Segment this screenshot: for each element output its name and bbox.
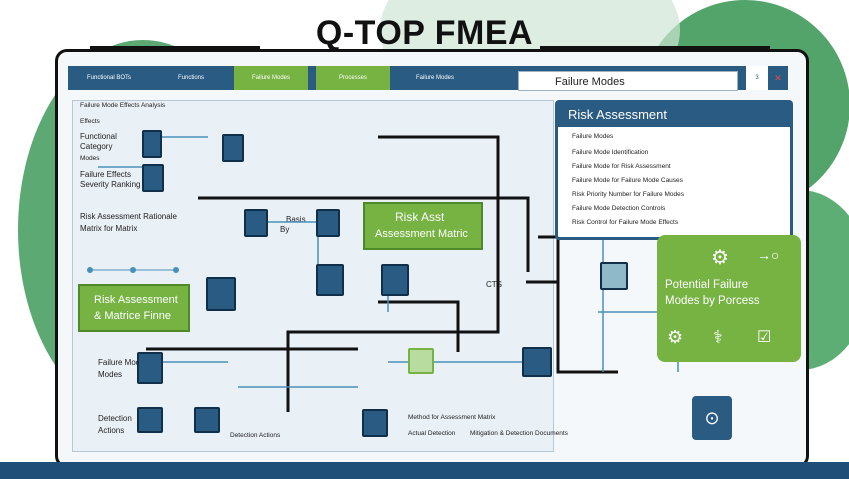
mode-item-1: Failure Modes (98, 358, 149, 367)
risk-row-3: Failure Mode for Risk Assessment (572, 163, 671, 170)
potential-failure-modes-box[interactable]: ⚙ →○ Potential Failure Modes by Porcess … (657, 235, 801, 362)
node-8[interactable] (381, 264, 409, 296)
node-9[interactable] (137, 352, 163, 384)
tab-functions[interactable]: Functions (177, 75, 204, 81)
category-label: Category (80, 142, 113, 151)
node-14[interactable] (600, 262, 628, 290)
matrix-label: Matrix for Matrix (80, 224, 138, 233)
line-main-right (538, 235, 618, 374)
line-blue-2 (98, 166, 149, 182)
tab-failure-modes-2[interactable]: Failure Modes (415, 75, 454, 81)
title-line-right (540, 46, 770, 49)
node-5[interactable] (316, 209, 340, 237)
functional-label: Functional (80, 132, 117, 141)
node-6[interactable] (206, 277, 236, 311)
line-main-top (198, 196, 530, 272)
detect-item-2: Actions (98, 426, 125, 435)
by-label: By (280, 225, 290, 234)
center-box-line-1: Risk Asst (395, 210, 445, 224)
node-3[interactable] (142, 164, 164, 192)
network-icon: ⚙ (711, 247, 729, 269)
green-box-line-1: Risk Assessment (94, 294, 178, 306)
section-effects: Effects (80, 118, 100, 125)
line-main-left (286, 135, 500, 412)
risk-assessment-matrix-box[interactable]: Risk Asst Assessment Matric (363, 202, 483, 250)
tab-processes[interactable]: Processes (316, 66, 390, 90)
mode-item-2: Modes (98, 370, 123, 379)
diagram-frame: Functional BOTs Functions Failure Modes … (55, 49, 809, 468)
bottom-caption-3: Mitigation & Detection Documents (470, 430, 568, 437)
detect-item-1: Detection (98, 414, 132, 423)
node-12[interactable] (362, 409, 388, 437)
gear-icon: ⚙ (667, 327, 684, 347)
risk-row-7: Risk Control for Failure Mode Effects (572, 219, 679, 226)
bottom-caption-left: Detection Actions (230, 432, 281, 439)
risk-row-2: Failure Mode Identification (572, 149, 649, 156)
bottom-caption-1: Method for Assessment Matrix (408, 414, 496, 421)
line-center (378, 300, 460, 352)
connector-lines (87, 135, 679, 412)
title-line-left (90, 46, 260, 49)
potential-line-1: Potential Failure (665, 279, 749, 291)
left-panel (72, 100, 554, 452)
medical-icon: ⚕ (713, 327, 723, 347)
panel-header: Failure Mode Effects Analysis (80, 102, 166, 109)
node-10[interactable] (137, 407, 163, 433)
arrow-right-icon: →○ (757, 247, 780, 263)
center-box-line-2: Assessment Matric (375, 228, 468, 240)
bottom-bar (0, 462, 849, 479)
node-13[interactable] (522, 347, 552, 377)
tab-bar: Functional BOTs Functions Failure Modes … (68, 66, 788, 90)
basis-label: Basis (286, 215, 306, 224)
severity-label: Severity Ranking (80, 180, 141, 189)
cts-label: CTS (486, 280, 502, 289)
node-1[interactable] (142, 130, 162, 158)
tab-failure-modes[interactable]: Failure Modes (234, 66, 308, 90)
node-green-small[interactable] (408, 348, 434, 374)
risk-rationale-label: Risk Assessment Rationale (80, 212, 177, 221)
node-7[interactable] (316, 264, 344, 296)
tab-functional-bots[interactable]: Functional BOTs (86, 75, 132, 81)
potential-line-2: Modes by Porcess (665, 295, 760, 307)
risk-row-5: Risk Priority Number for Failure Modes (572, 191, 684, 198)
risk-assessment-panel: Risk Assessment Failure Modes Failure Mo… (555, 100, 793, 240)
bottom-caption-2: Actual Detection (408, 430, 456, 437)
node-4[interactable] (244, 209, 268, 237)
node-2[interactable] (222, 134, 244, 162)
risk-assessment-title: Risk Assessment (558, 103, 790, 127)
page-title: Q-TOP FMEA (315, 14, 534, 52)
risk-row-6: Failure Mode Detection Controls (572, 205, 666, 212)
failure-effects-label: Failure Effects (80, 170, 131, 179)
risk-assessment-green-box[interactable]: Risk Assessment & Matrice Finne (78, 284, 190, 332)
check-icon: ☑ (757, 329, 772, 346)
risk-row-1: Failure Modes (572, 133, 614, 140)
green-box-line-2: & Matrice Finne (94, 310, 172, 322)
node-11[interactable] (194, 407, 220, 433)
tab-badge[interactable]: 3 (746, 66, 768, 90)
risk-row-4: Failure Mode for Failure Mode Causes (572, 177, 683, 184)
modes-label: Modes (80, 155, 100, 162)
failure-modes-field[interactable]: Failure Modes (518, 71, 738, 91)
lock-icon[interactable]: ⊙ (692, 396, 732, 440)
close-icon[interactable]: ✕ (774, 73, 782, 83)
